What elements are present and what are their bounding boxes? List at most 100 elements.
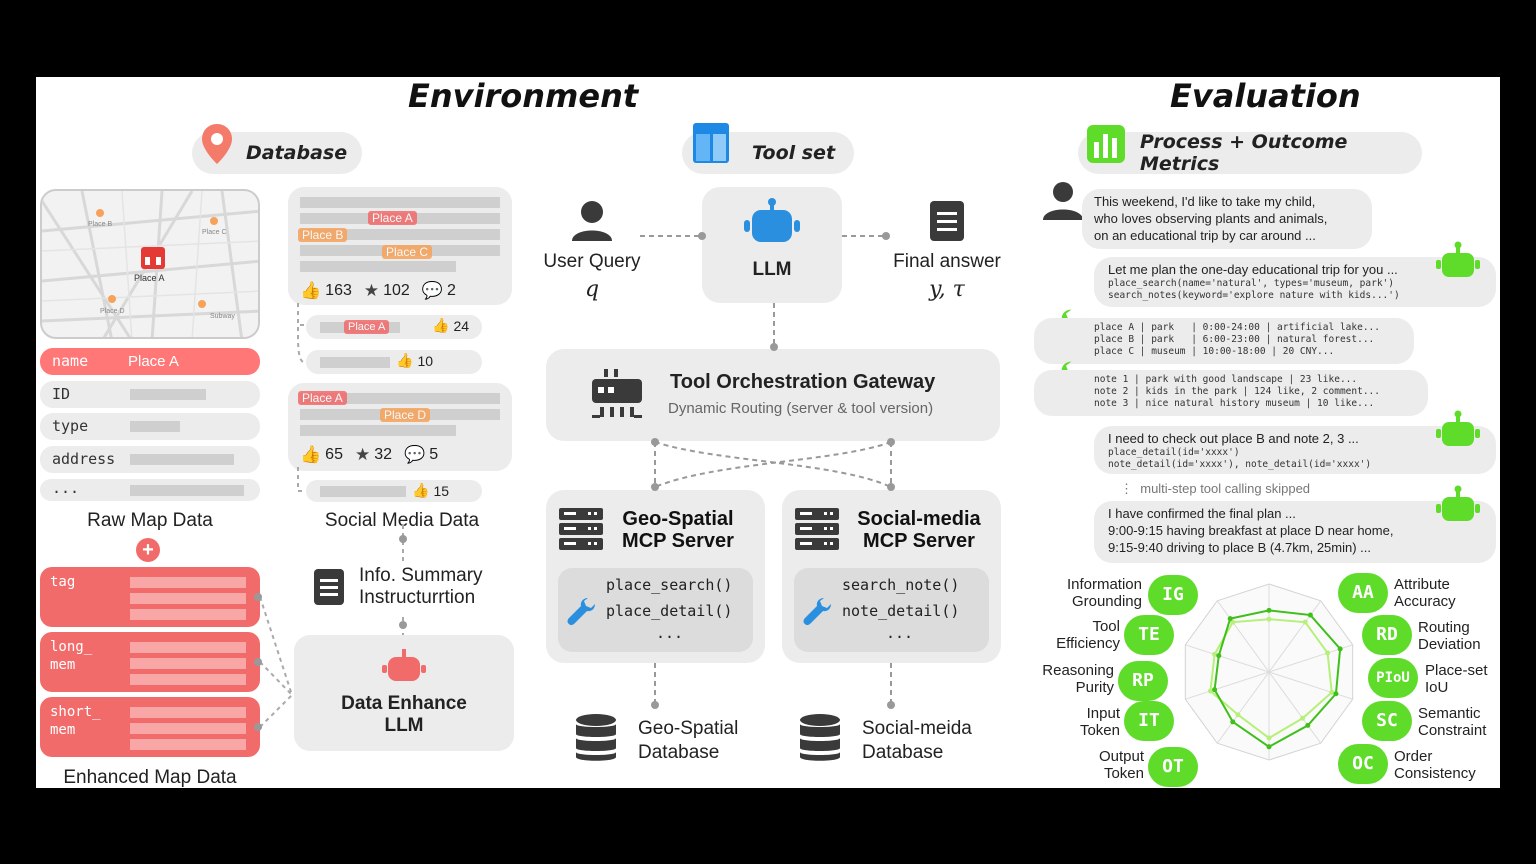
placeholder-line [130, 723, 246, 734]
place-tag: Place D [380, 408, 431, 422]
metric-label-ig: Information Grounding [1066, 576, 1142, 610]
star-count: 102 [383, 282, 410, 299]
radar-series-dark-point [1266, 607, 1272, 613]
environment-title: Environment [408, 77, 639, 115]
center-connectors [640, 232, 895, 709]
user-icon [572, 201, 612, 241]
like-count: 10 [417, 352, 434, 369]
bot-tool-call-code: place_search(name='natural', types='muse… [1108, 278, 1400, 301]
comment-icon: 💬 [421, 281, 443, 300]
placeholder-bar [130, 389, 206, 400]
star-icon: ★ [363, 281, 380, 300]
social-media-mcp-server: Social-media MCP Server search_note() no… [782, 490, 1001, 663]
metric-badge-it: IT [1124, 701, 1174, 741]
metric-label-aa: Attribute Accuracy [1394, 576, 1456, 610]
radar-axis [1185, 671, 1270, 700]
enhanced-tag-box: tag [40, 567, 260, 627]
robot-icon [1436, 485, 1480, 521]
field-key: ID [52, 385, 71, 403]
robot-icon [744, 198, 800, 242]
robot-icon [382, 649, 426, 681]
social-post-card-2: Place A Place D 👍 65 ★ 32 💬 5 [288, 383, 512, 471]
skipped-text: multi-step tool calling skipped [1140, 481, 1311, 496]
map-label-subway: Subway [210, 313, 235, 320]
place-tag: Place B [298, 228, 348, 242]
user-query-symbol: q [584, 277, 600, 302]
metric-badge-piou: PIoU [1368, 658, 1418, 698]
radar-series-light-point [1266, 735, 1272, 741]
radar-series-light-point [1212, 651, 1218, 657]
social-reply: 👍 10 [306, 350, 482, 374]
data-enhance-llm-box: Data Enhance LLM [294, 635, 514, 751]
tool-function: place_search() [606, 576, 733, 594]
place-tag: Place A [344, 320, 390, 334]
like-count: 15 [433, 482, 450, 499]
radar-series-dark-point [1307, 612, 1313, 618]
reply-stats: 👍 10 [396, 352, 433, 369]
social-tools-box: search_note() note_detail() ... [794, 568, 989, 652]
social-media-database-label: Social-meida Database [862, 718, 972, 763]
database-icon [576, 714, 616, 761]
plus-icon: + [136, 538, 160, 562]
radar-series-dark-point [1227, 616, 1233, 622]
metrics-label: Process + Outcome Metrics [1140, 131, 1348, 175]
geo-tools-box: place_search() place_detail() ... [558, 568, 753, 652]
place-tag: Place C [382, 245, 433, 259]
toolset-icon [693, 123, 729, 163]
field-key: address [52, 450, 116, 468]
like-count: 24 [453, 317, 470, 334]
field-id: ID [40, 381, 260, 408]
metric-badge-rp: RP [1118, 661, 1168, 701]
radar-series-dark-point [1333, 691, 1339, 697]
map-label-place-a: Place A [134, 273, 165, 283]
radar-series-light-point [1300, 715, 1306, 721]
social-reply: Place A 👍 24 [306, 315, 482, 339]
placeholder-line [300, 197, 500, 208]
database-pill: Database [192, 124, 362, 174]
radar-series-light-point [1230, 619, 1236, 625]
radar-chart [1184, 583, 1354, 761]
bot-tool-call-code: place_detail(id='xxxx') note_detail(id='… [1108, 447, 1372, 470]
field-name: name Place A [40, 348, 260, 375]
star-icon: ★ [354, 445, 371, 464]
tool-orchestration-gateway: Tool Orchestration Gateway Dynamic Routi… [546, 349, 1000, 441]
router-icon [592, 369, 642, 418]
reply-stats: 👍 15 [412, 482, 449, 499]
tool-function: note_detail() [842, 602, 960, 620]
wrench-icon [803, 598, 831, 626]
thumbs-up-icon: 👍 [300, 445, 322, 464]
document-icon [314, 569, 344, 605]
geo-spatial-database-label: Geo-Spatial Database [638, 718, 739, 763]
raw-map-data-label: Raw Map Data [87, 510, 213, 531]
radar-series-light-point [1235, 712, 1241, 718]
tool-output-code: note 1 | park with good landscape | 23 l… [1094, 374, 1380, 409]
left-connectors [254, 303, 407, 731]
enhanced-key: short_ mem [50, 704, 101, 738]
radar-axis [1185, 644, 1270, 673]
placeholder-bar [130, 485, 244, 496]
radar-series-dark-point [1216, 653, 1222, 659]
star-count: 32 [374, 446, 393, 463]
thumbs-up-icon: 👍 [300, 281, 322, 300]
raw-map: Place B Place C Place A Place D Subway [40, 189, 260, 339]
radar-axis [1268, 671, 1322, 744]
metric-label-oc: Order Consistency [1394, 748, 1476, 782]
social-server-title: Social-media MCP Server [857, 508, 981, 552]
field-address: address [40, 446, 260, 473]
tool-output-bubble: note 1 | park with good landscape | 23 l… [1034, 370, 1428, 416]
evaluation-title: Evaluation [1170, 77, 1361, 115]
tool-function-more: ... [886, 624, 914, 642]
tool-output-bubble: place A | park | 0:00-24:00 | artificial… [1034, 318, 1414, 364]
map-label-place-c: Place C [202, 229, 227, 236]
map-roads [42, 191, 258, 337]
place-tag: Place A [298, 391, 347, 405]
tool-output-code: place A | park | 0:00-24:00 | artificial… [1094, 322, 1380, 357]
final-answer-symbol: y, τ [929, 277, 965, 302]
llm-label: LLM [752, 259, 792, 280]
geo-spatial-mcp-server: Geo-Spatial MCP Server place_search() pl… [546, 490, 765, 663]
radar-axis [1268, 671, 1353, 700]
metric-badge-rd: RD [1362, 615, 1412, 655]
map-pin-icon [202, 124, 232, 164]
llm-box: LLM [702, 187, 842, 303]
comment-count: 2 [447, 282, 456, 299]
